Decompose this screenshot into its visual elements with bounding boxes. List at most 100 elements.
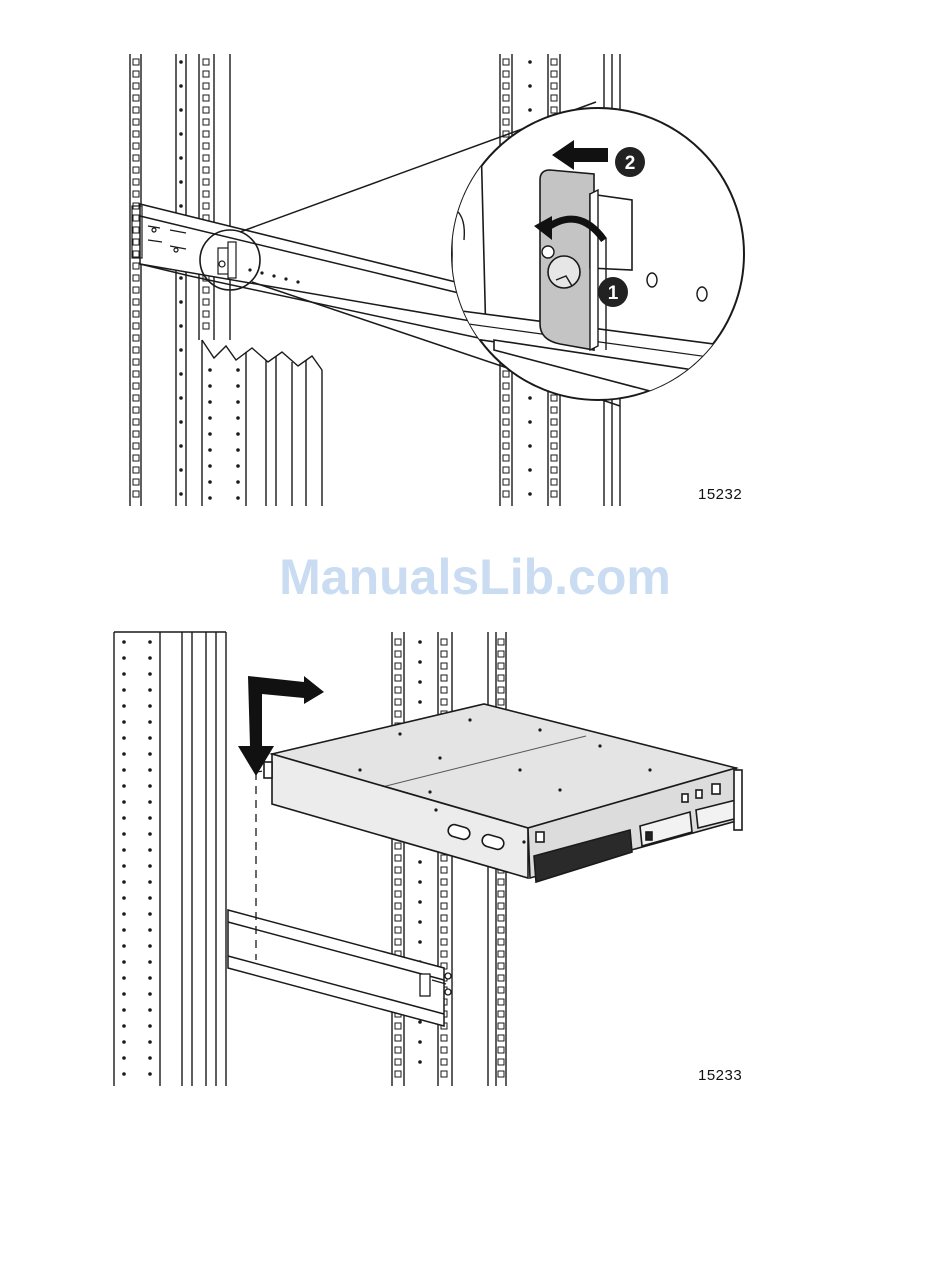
rack-hole — [395, 699, 401, 705]
rack-hole — [208, 432, 212, 436]
rack-hole — [208, 464, 212, 468]
rack-hole — [133, 179, 139, 185]
rack-hole — [179, 156, 183, 160]
rack-hole — [208, 416, 212, 420]
rack-hole — [133, 71, 139, 77]
rack-hole — [236, 464, 240, 468]
rack-hole — [503, 395, 509, 401]
rack-hole — [528, 492, 532, 496]
cutaway-holes — [208, 368, 240, 500]
rack-hole — [133, 335, 139, 341]
rack-hole — [503, 71, 509, 77]
rack-hole — [395, 651, 401, 657]
server-chassis — [264, 704, 742, 882]
rack-hole — [551, 467, 557, 473]
rack-hole — [122, 928, 126, 932]
rack-hole — [503, 371, 509, 377]
rack-hole — [395, 915, 401, 921]
rack-hole — [441, 1071, 447, 1077]
rack-hole — [179, 348, 183, 352]
rack-hole — [498, 1023, 504, 1029]
rack-hole — [498, 663, 504, 669]
rack-hole — [441, 663, 447, 669]
lower-rail — [228, 910, 444, 1026]
rack-hole — [498, 891, 504, 897]
rack-hole — [236, 432, 240, 436]
rack-hole — [441, 699, 447, 705]
rack-hole — [148, 656, 152, 660]
rack-hole — [133, 95, 139, 101]
rack-hole — [179, 372, 183, 376]
rack-hole — [122, 752, 126, 756]
rack-hole — [441, 891, 447, 897]
rack-hole — [133, 323, 139, 329]
rack-hole — [498, 651, 504, 657]
rack-hole — [203, 299, 209, 305]
rack-hole — [441, 903, 447, 909]
rack-hole — [122, 832, 126, 836]
rack-hole — [203, 191, 209, 197]
rack-hole — [528, 420, 532, 424]
rack-hole — [203, 155, 209, 161]
rack-hole — [122, 1056, 126, 1060]
rack-hole — [498, 939, 504, 945]
rack-hole — [148, 928, 152, 932]
rack-hole — [148, 688, 152, 692]
rack-hole — [498, 687, 504, 693]
rack-hole — [203, 107, 209, 113]
rack-hole — [133, 311, 139, 317]
rack-hole — [122, 1040, 126, 1044]
rack-hole — [179, 204, 183, 208]
rack-hole — [498, 951, 504, 957]
rack-hole — [122, 736, 126, 740]
rack-hole — [133, 407, 139, 413]
rack-hole — [441, 639, 447, 645]
rack-hole — [441, 651, 447, 657]
rack-hole — [122, 640, 126, 644]
figure-number: 15233 — [698, 1067, 742, 1084]
rack-hole — [551, 95, 557, 101]
rail-release-illustration: 2 1 — [0, 40, 950, 520]
rack-hole — [551, 431, 557, 437]
rack-hole — [133, 263, 139, 269]
figure-rail-release: 2 1 15232 — [0, 40, 950, 520]
figure-server-install: 15233 — [0, 620, 950, 1100]
rack-hole — [148, 880, 152, 884]
rack-hole — [122, 784, 126, 788]
rack-hole — [203, 203, 209, 209]
rack-hole — [528, 396, 532, 400]
rack-hole — [179, 396, 183, 400]
rack-hole — [122, 720, 126, 724]
rack-hole — [498, 999, 504, 1005]
rack-hole — [528, 444, 532, 448]
rack-hole — [148, 736, 152, 740]
callout-2-label: 2 — [625, 153, 636, 174]
rack-hole — [203, 143, 209, 149]
rack-hole — [441, 939, 447, 945]
rack-hole — [395, 1035, 401, 1041]
cutaway-post — [202, 340, 322, 506]
rack-hole — [148, 1072, 152, 1076]
rack-hole — [236, 496, 240, 500]
rack-hole — [441, 675, 447, 681]
rack-hole — [503, 407, 509, 413]
rack-hole — [148, 832, 152, 836]
front-post-holes — [122, 640, 152, 1076]
rack-hole — [148, 800, 152, 804]
rack-hole — [418, 680, 422, 684]
rack-hole — [498, 1071, 504, 1077]
server-install-illustration — [0, 620, 950, 1100]
rack-hole — [179, 444, 183, 448]
rack-hole — [418, 940, 422, 944]
rack-hole — [148, 848, 152, 852]
rack-hole — [395, 855, 401, 861]
rack-hole — [395, 639, 401, 645]
rack-hole — [122, 912, 126, 916]
rack-hole — [148, 1024, 152, 1028]
rack-hole — [179, 492, 183, 496]
rack-hole — [148, 976, 152, 980]
rack-hole — [503, 419, 509, 425]
rack-hole — [133, 443, 139, 449]
rack-hole — [503, 431, 509, 437]
rack-hole — [498, 903, 504, 909]
